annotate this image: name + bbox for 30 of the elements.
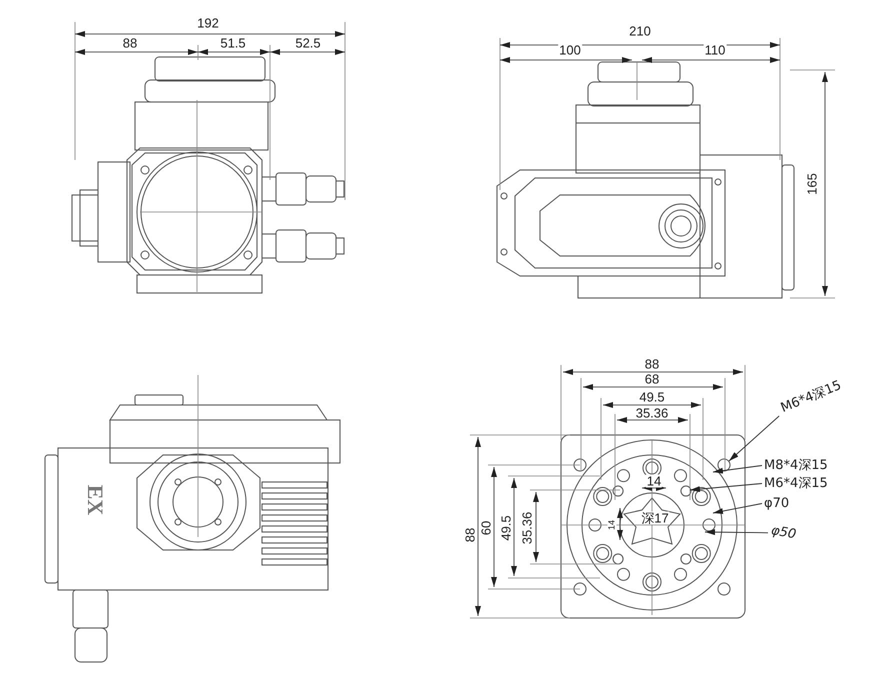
callout-label: M6*4深15 bbox=[779, 379, 844, 415]
dimension-value: 52.5 bbox=[294, 36, 322, 50]
depth-note: 深17 bbox=[640, 512, 670, 524]
callout-label: φ50 bbox=[770, 524, 797, 542]
dimension-value: 165 bbox=[806, 172, 818, 196]
leader-line bbox=[712, 503, 762, 514]
dimension-value: 110 bbox=[704, 44, 726, 56]
dimension-value: 68 bbox=[644, 372, 660, 386]
dimension-value: 100 bbox=[558, 44, 582, 56]
dimension-value: 35.36 bbox=[634, 406, 670, 420]
leader-line bbox=[728, 416, 780, 462]
dimension-value: 49.5 bbox=[500, 514, 512, 542]
dimension-value: 60 bbox=[480, 520, 492, 536]
dimension-value: 35.36 bbox=[520, 510, 534, 546]
callout-label: φ70 bbox=[764, 497, 790, 510]
dimension-value: 14 bbox=[646, 474, 662, 488]
callout-label: M8*4深15 bbox=[764, 459, 828, 472]
callout-label: M6*4深15 bbox=[764, 477, 828, 490]
dimension-value: 14 bbox=[608, 519, 616, 531]
dimension-value: 192 bbox=[196, 16, 220, 30]
ex-marking: EX bbox=[82, 484, 108, 516]
dimension-value: 49.5 bbox=[638, 390, 666, 404]
dimension-value: 210 bbox=[628, 24, 652, 38]
dimension-value: 88 bbox=[122, 36, 138, 50]
dimension-value: 88 bbox=[464, 526, 476, 544]
leader-line bbox=[704, 529, 768, 536]
leader-line bbox=[712, 465, 762, 474]
dimension-value: 88 bbox=[644, 358, 660, 370]
dimension-value: 51.5 bbox=[219, 36, 247, 50]
leader-line bbox=[690, 483, 762, 492]
